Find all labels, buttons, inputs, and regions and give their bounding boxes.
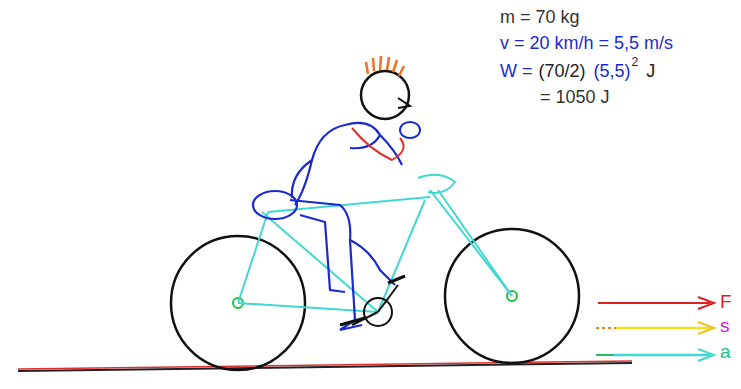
work-result: = 1050 J [540,88,610,108]
rider-nose [398,98,410,108]
mass-value: m = 70 kg [500,8,580,28]
work-symbol: W = [500,62,533,82]
formula-term: (70/2) [539,62,586,82]
rider-arm [352,128,404,160]
rider-hair [366,56,404,76]
unit: J [646,62,655,82]
displacement-arrow [596,322,714,334]
rider-hand [400,122,420,138]
exponent: 2 [632,56,639,69]
rider-head [361,71,409,119]
pedal [340,276,405,325]
ground-line [18,363,632,371]
force-label: F [720,292,732,313]
formula-term: (5,5) [594,62,631,82]
crank-arm [378,285,398,312]
force-arrow [598,297,714,309]
ground-line [18,361,632,369]
displacement-label: s [720,316,730,337]
bike-frame [238,175,512,312]
acceleration-label: a [720,342,731,363]
velocity-value: v = 20 km/h = 5,5 m/s [500,34,673,54]
acceleration-arrow [596,349,714,361]
